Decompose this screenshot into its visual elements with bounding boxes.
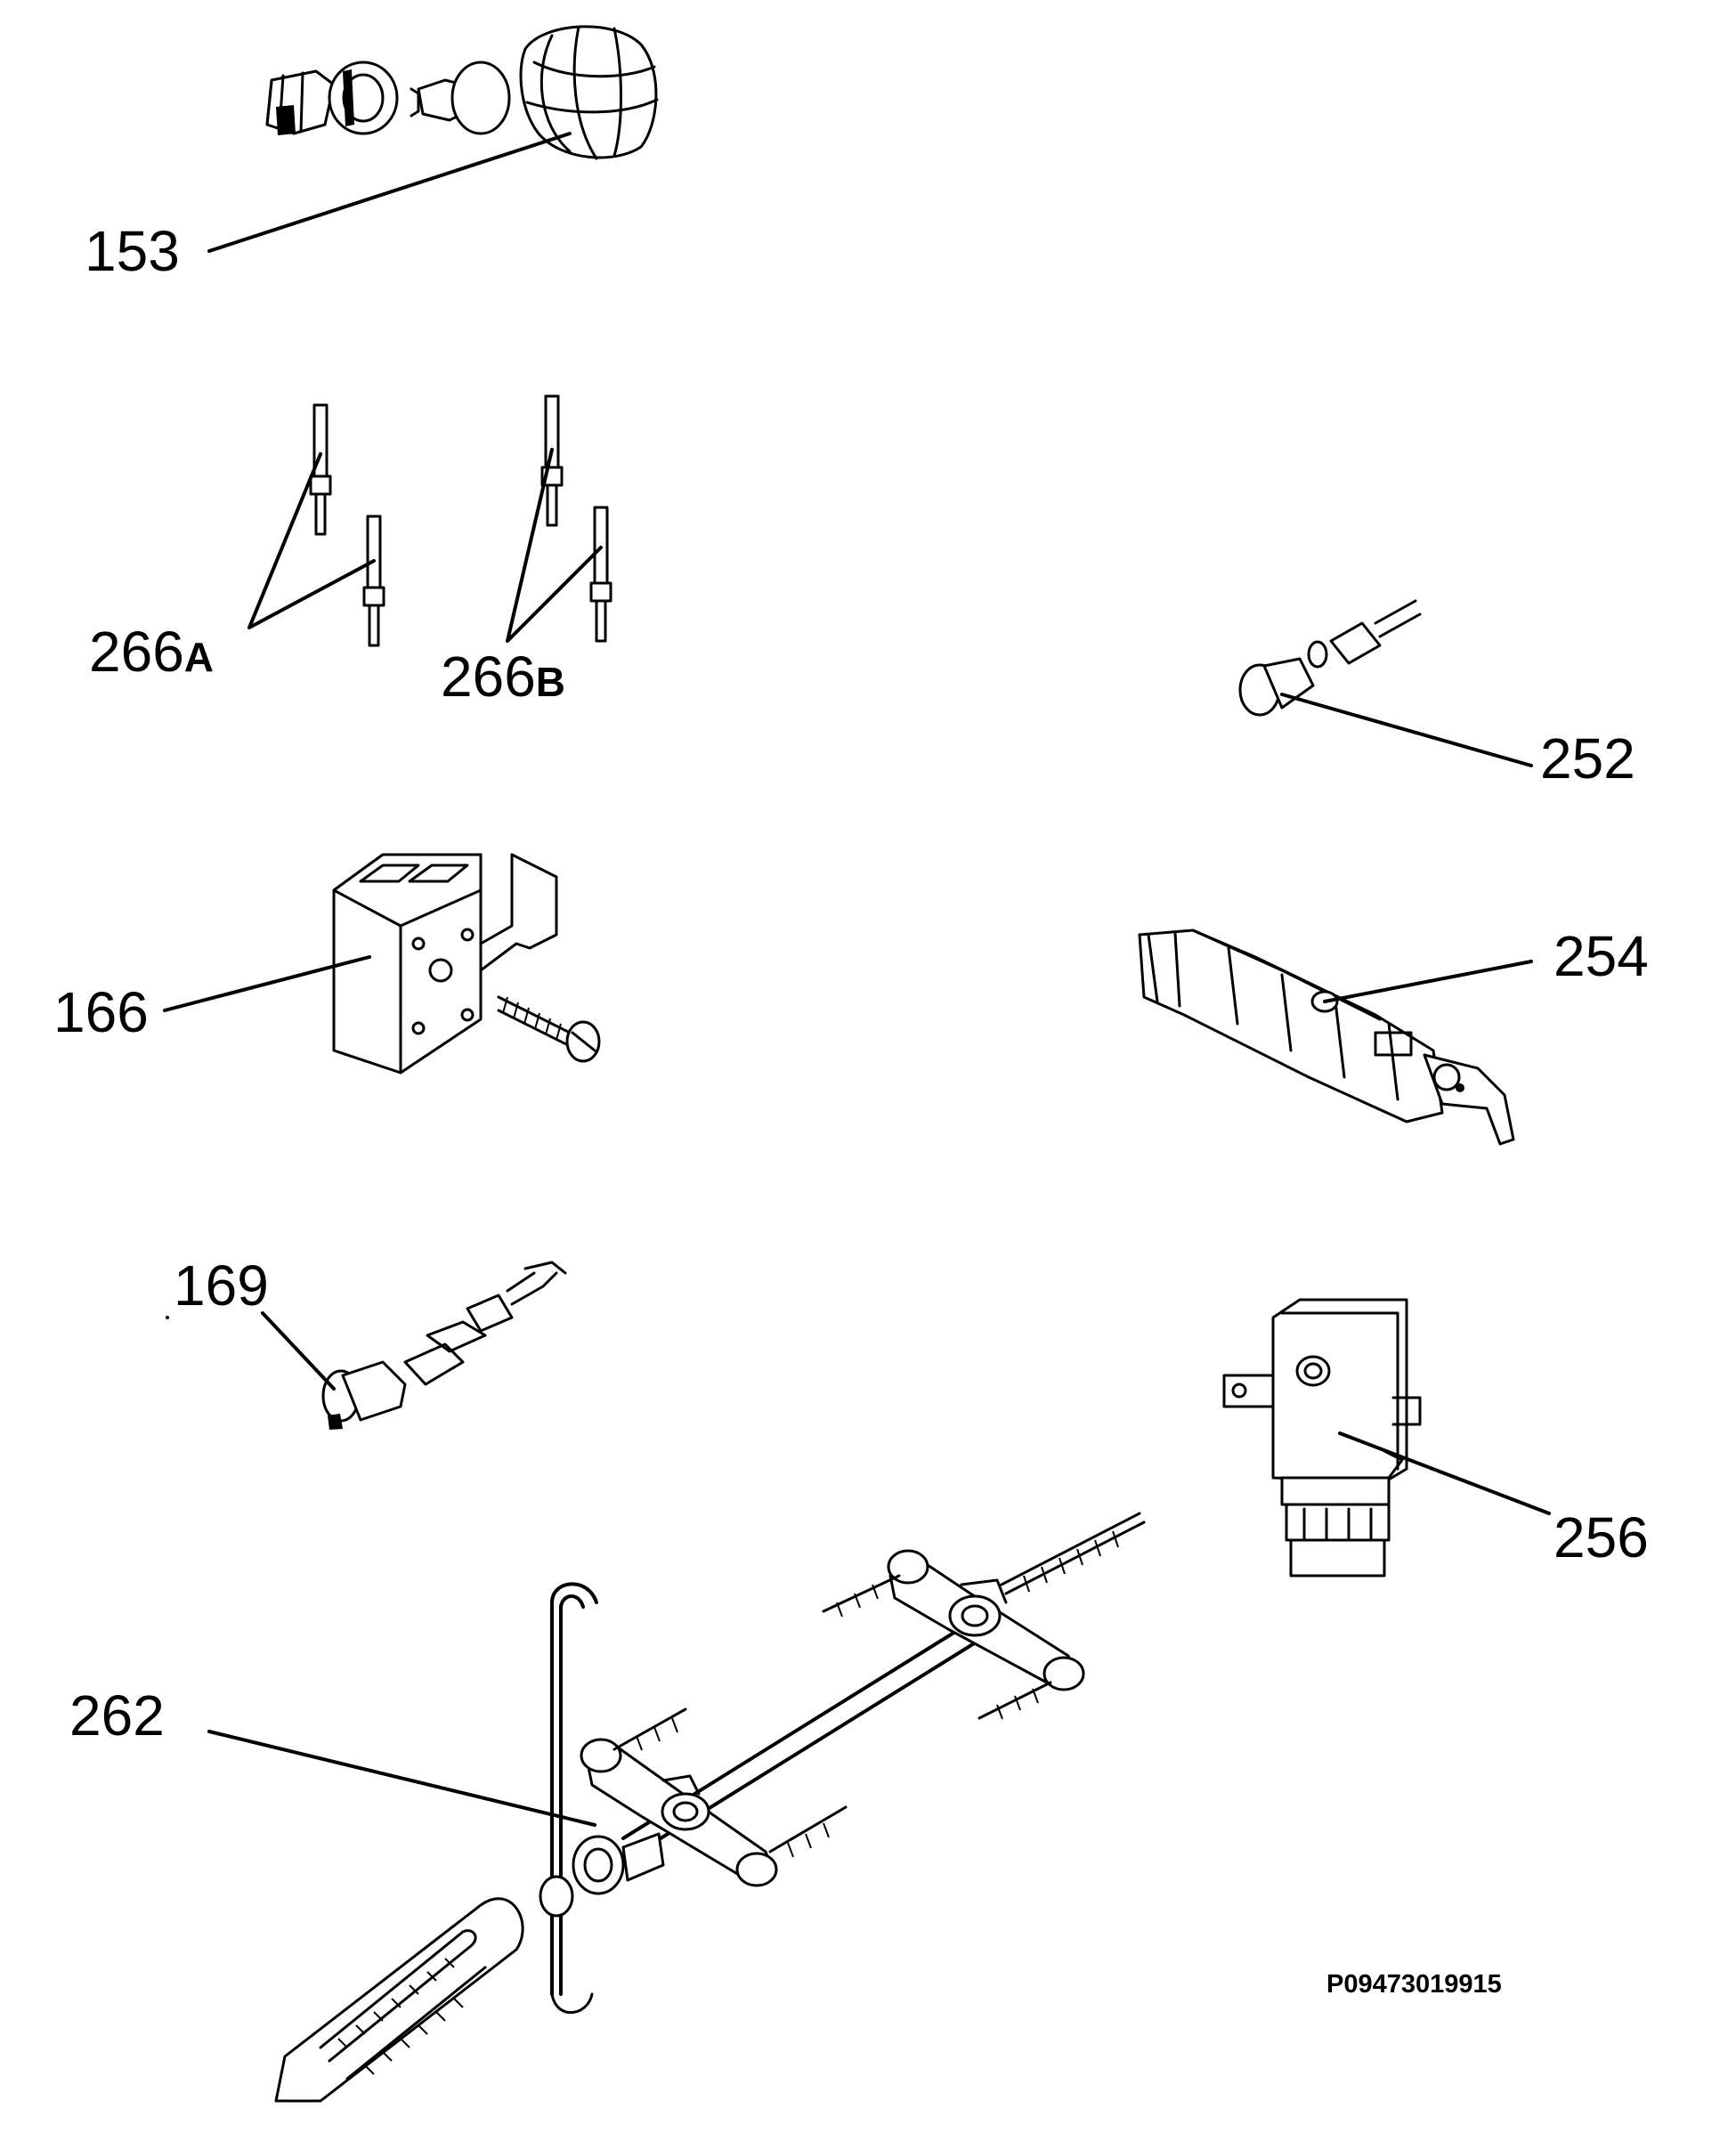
- label-266b-number: 266: [441, 645, 536, 709]
- part-166-block: [332, 853, 601, 1075]
- part-252-plug: [1238, 599, 1422, 717]
- label-166: 166: [53, 980, 149, 1044]
- part-266b-probes: [540, 394, 612, 643]
- label-266a-number: 266: [89, 620, 184, 684]
- part-266a-probes: [309, 403, 385, 647]
- label-262: 262: [69, 1683, 165, 1748]
- part-169-electrode: [321, 1261, 567, 1430]
- label-254: 254: [1553, 924, 1649, 988]
- stray-dot: [166, 1316, 169, 1319]
- leader-256: [1338, 1431, 1551, 1515]
- part-256-gas-valve: [1222, 1298, 1422, 1577]
- leader-169: [261, 1311, 336, 1391]
- part-262-burner-assembly: [274, 1512, 1146, 2103]
- leader-153: [207, 132, 572, 253]
- leader-262: [207, 1730, 596, 1827]
- leader-254: [1323, 960, 1533, 1003]
- label-252: 252: [1540, 726, 1635, 791]
- part-254-ignition-module: [1138, 929, 1515, 1146]
- label-266a: 266A: [89, 623, 214, 680]
- leader-266a: [247, 452, 376, 629]
- drawing-code: P09473019915: [1326, 1970, 1502, 1999]
- part-153-knob: [265, 25, 659, 160]
- leader-252: [1280, 693, 1533, 767]
- label-256: 256: [1553, 1505, 1649, 1569]
- label-266b: 266B: [441, 648, 565, 705]
- leader-166: [163, 955, 371, 1012]
- leader-266b: [506, 448, 603, 643]
- label-266a-suffix: A: [183, 634, 215, 680]
- label-169: 169: [174, 1253, 269, 1318]
- label-266b-suffix: B: [535, 659, 566, 705]
- label-153: 153: [85, 219, 180, 283]
